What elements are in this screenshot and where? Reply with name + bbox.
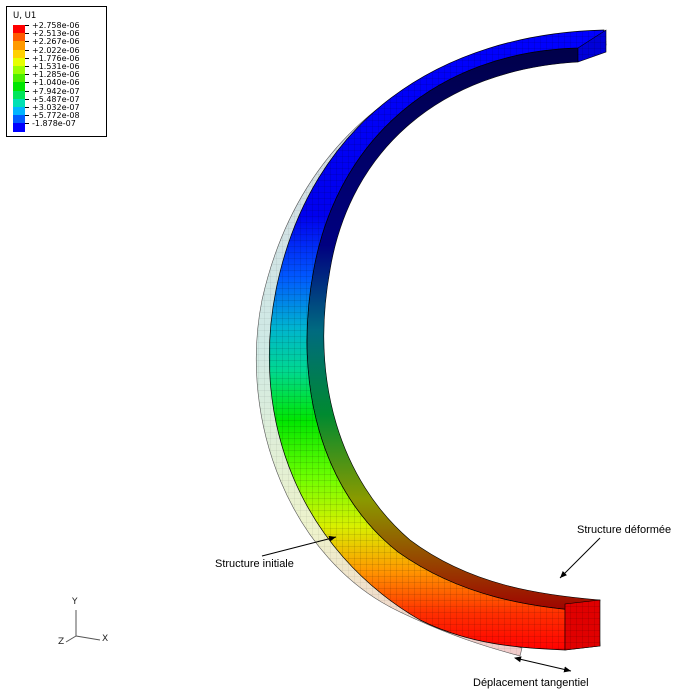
coordinate-triad (65, 610, 101, 643)
legend-tick (25, 107, 29, 108)
legend-value: +1.531e-06 (32, 62, 80, 71)
legend-value: +5.487e-07 (32, 94, 80, 104)
legend-swatch (13, 25, 25, 34)
legend-tick (25, 82, 29, 84)
arrow-initial-structure (261, 535, 337, 557)
legend-entry: +5.772e-08 (13, 111, 105, 124)
legend-value: +1.285e-06 (32, 70, 80, 80)
legend-value: +2.267e-06 (32, 37, 80, 47)
legend-swatch (13, 90, 25, 99)
legend-entry: +2.513e-06 (13, 29, 105, 42)
legend-value: +2.758e-06 (32, 21, 80, 30)
legend-value: +5.772e-08 (32, 111, 80, 121)
legend-value: +1.776e-06 (32, 53, 80, 63)
legend-swatch (13, 33, 25, 42)
triad-z-label: Z (58, 637, 65, 647)
legend-tick (25, 123, 29, 125)
legend-value: +2.513e-06 (32, 29, 80, 39)
legend-swatch (13, 107, 25, 116)
legend-tick (25, 66, 29, 67)
legend-entry: +5.487e-07 (13, 94, 105, 107)
legend-swatch (13, 74, 25, 83)
legend-value: +3.032e-07 (32, 103, 80, 112)
legend-swatch (13, 123, 25, 132)
legend-title: U, U1 (13, 11, 37, 21)
legend-tick (25, 25, 29, 26)
legend-entry: +1.776e-06 (13, 53, 105, 66)
legend-swatch (13, 57, 25, 66)
legend-tick (25, 98, 29, 100)
legend-entry: +2.267e-06 (13, 37, 105, 50)
triad-x-label: X (102, 634, 109, 644)
legend-tick (25, 33, 29, 35)
color-legend: U, U1 +2.758e-06+2.513e-06+2.267e-06+2.0… (6, 6, 107, 137)
legend-swatch (13, 98, 25, 107)
arrow-tangential-displacement (514, 656, 572, 673)
label-initial-structure: Structure initiale (215, 558, 294, 570)
legend-tick (25, 74, 29, 76)
legend-swatch (13, 41, 25, 50)
legend-value: +7.942e-07 (32, 86, 80, 96)
legend-entry: +1.531e-06 (13, 62, 105, 75)
legend-entry: +2.758e-06 (13, 21, 105, 34)
legend-tick (25, 90, 29, 92)
legend-entry: +1.040e-06 (13, 78, 105, 91)
legend-tick (25, 57, 29, 59)
legend-entry: -1.878e-07 (13, 119, 105, 132)
legend-entry: +3.032e-07 (13, 103, 105, 116)
arrow-deformed-structure (559, 537, 601, 579)
legend-swatch (13, 115, 25, 124)
legend-tick (25, 49, 29, 51)
legend-value: +1.040e-06 (32, 78, 80, 88)
legend-tick (25, 115, 29, 117)
legend-entry: +1.285e-06 (13, 70, 105, 83)
legend-swatch (13, 49, 25, 58)
legend-entry: +2.022e-06 (13, 45, 105, 58)
legend-swatch (13, 66, 25, 75)
legend-value: +2.022e-06 (32, 45, 80, 55)
legend-swatch (13, 82, 25, 91)
legend-entry: +7.942e-07 (13, 86, 105, 99)
legend-value: -1.878e-07 (32, 119, 76, 129)
label-deformed-structure: Structure déformée (577, 524, 672, 536)
legend-tick (25, 41, 29, 43)
triad-y-label: Y (72, 597, 78, 607)
deformed-structure (269, 29, 607, 651)
label-tangential-displacement: Déplacement tangentiel (473, 677, 589, 689)
